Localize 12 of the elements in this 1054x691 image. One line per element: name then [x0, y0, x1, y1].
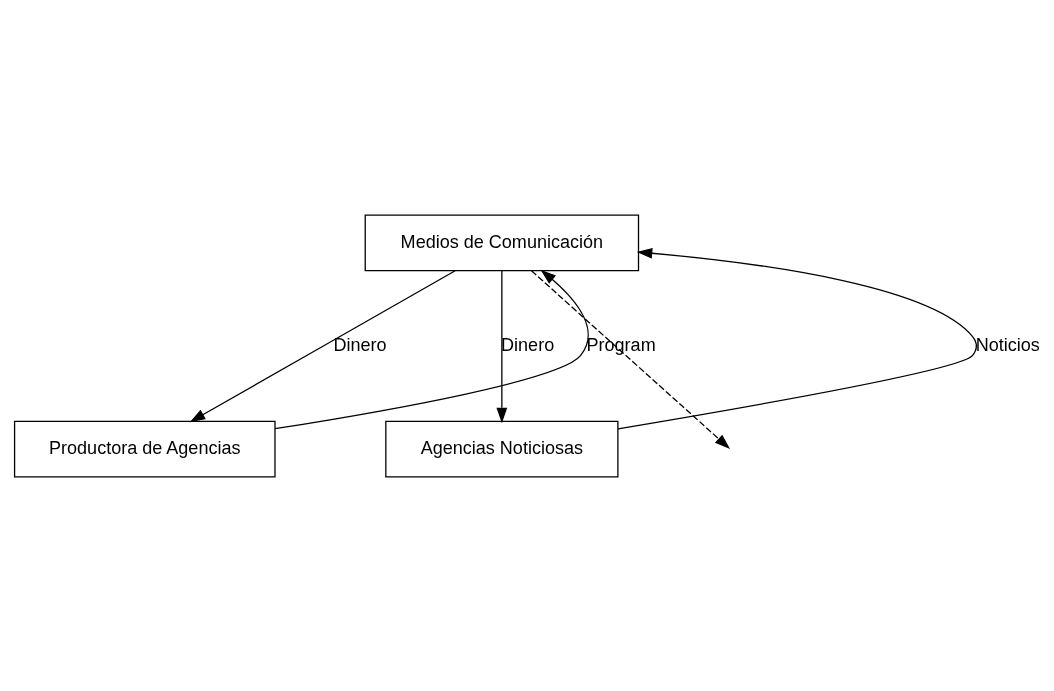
edge-label: Dinero [333, 334, 387, 355]
node-box: Medios de Comunicación [364, 214, 640, 271]
arrow [274, 269, 589, 429]
arrow [189, 269, 456, 422]
arrow [617, 247, 978, 429]
arrow [530, 269, 731, 449]
node-box: Productora de Agencias [13, 420, 276, 477]
edge-label: Program [586, 334, 656, 355]
edge-label: Dinero [501, 334, 555, 355]
arrow [496, 269, 508, 423]
node-box: Agencias Noticiosas [385, 420, 619, 477]
edge-label: Noticios [975, 334, 1040, 355]
